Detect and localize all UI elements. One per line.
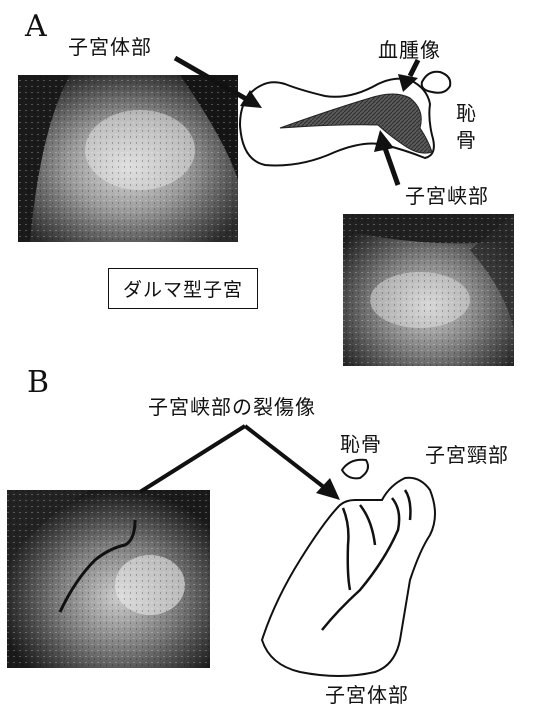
ultrasound-image-a2 <box>343 214 514 366</box>
label-uterine-body-b: 子宮体部 <box>325 685 409 705</box>
ultrasound-image-a1 <box>18 75 238 242</box>
label-uterine-body-a: 子宮体部 <box>68 37 152 57</box>
hematoma-region <box>280 94 432 153</box>
label-isthmus: 子宮峡部 <box>405 186 489 206</box>
ultrasound-image-b <box>7 490 210 668</box>
label-pubic-bone-a-text: 恥骨 <box>456 100 476 154</box>
label-cervix: 子宮頸部 <box>425 445 509 465</box>
label-pubic-bone-a: 恥骨 <box>456 100 480 154</box>
arrow-hematoma <box>398 60 418 92</box>
label-pubic-bone-b: 恥骨 <box>340 434 382 454</box>
label-isthmus-laceration: 子宮峡部の裂傷像 <box>148 397 316 417</box>
pubic-bone-b <box>342 460 368 479</box>
pubic-bone-a <box>422 72 451 93</box>
leader-laceration <box>140 426 340 500</box>
label-hematoma: 血腫像 <box>378 40 441 60</box>
uterus-outline-b <box>262 478 435 676</box>
boxed-label-dharma-uterus: ダルマ型子宮 <box>108 268 258 309</box>
